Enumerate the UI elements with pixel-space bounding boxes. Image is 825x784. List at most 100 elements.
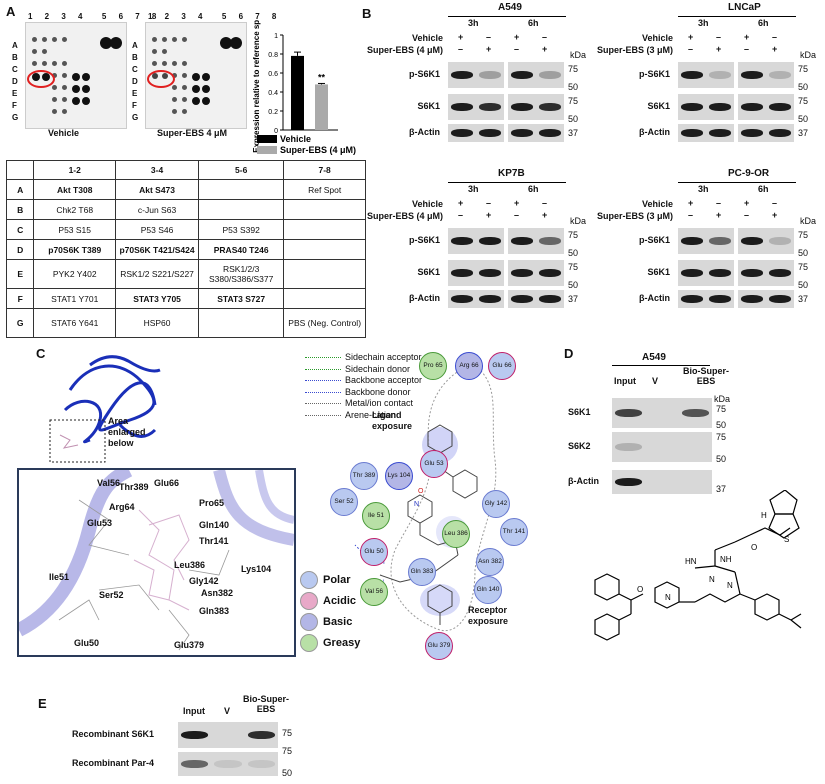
- band: [681, 129, 703, 137]
- sign-label: +: [744, 32, 750, 42]
- blot-strip: [738, 290, 794, 308]
- sign-label: –: [688, 210, 694, 220]
- table-cell: c-Jun S63: [115, 199, 200, 220]
- band: [479, 269, 501, 277]
- sign-label: –: [542, 32, 548, 42]
- table-header: [5, 160, 35, 180]
- svg-text:N: N: [709, 575, 715, 584]
- reference-spot: [220, 37, 232, 49]
- svg-text:S: S: [784, 535, 789, 544]
- table-cell: [283, 239, 366, 260]
- reference-spot: [230, 37, 242, 49]
- band: [451, 129, 473, 137]
- sign-label: +: [542, 210, 548, 220]
- mw-marker: 50: [716, 454, 727, 464]
- band: [539, 103, 561, 111]
- blot-strip: [448, 124, 504, 142]
- array-spot: [162, 61, 167, 66]
- table-header: 7-8: [283, 160, 366, 180]
- residue-node: Ile 51: [362, 502, 390, 530]
- array-spot: [82, 85, 90, 93]
- residue-node: Glu 53: [420, 450, 448, 478]
- blot-row-label: S6K1: [647, 267, 670, 277]
- blot-strip: [508, 62, 564, 88]
- array-spot: [202, 97, 210, 105]
- array-spot: [62, 97, 67, 102]
- array-spot: [82, 73, 90, 81]
- mw-marker: 50: [282, 768, 293, 778]
- table-cell: RSK1/2 S221/S227: [115, 259, 200, 289]
- band: [451, 295, 473, 303]
- interaction-line-swatch: [305, 414, 341, 416]
- residue-node: Lys 104: [385, 462, 413, 490]
- table-cell: D: [5, 239, 35, 260]
- band: [741, 295, 763, 303]
- array-spot: [162, 49, 167, 54]
- array-spot: [182, 109, 187, 114]
- bar: [291, 55, 304, 130]
- y-tick-label: 0.4: [268, 90, 278, 97]
- svg-text:O: O: [637, 585, 643, 594]
- sign-label: +: [542, 44, 548, 54]
- residue-label-3d: Glu50: [74, 638, 100, 648]
- legend-label: Vehicle: [280, 134, 311, 144]
- area-enlarged-note: Area enlarged below: [108, 416, 146, 448]
- band: [709, 237, 731, 245]
- table-cell: Akt T308: [33, 179, 117, 200]
- sign-label: –: [514, 210, 520, 220]
- array-spot: [152, 49, 157, 54]
- band: [709, 103, 731, 111]
- band: [769, 103, 791, 111]
- blot-strip: [738, 228, 794, 254]
- svg-text:O: O: [418, 488, 424, 495]
- kda-label: kDa: [800, 216, 817, 226]
- table-cell: HSP60: [115, 308, 200, 338]
- reference-spot: [110, 37, 122, 49]
- band: [681, 269, 703, 277]
- array-spot: [152, 61, 157, 66]
- blot-strip: [448, 260, 504, 286]
- residue-label-3d: Val56: [97, 478, 121, 488]
- panel-b-label: B: [362, 6, 372, 21]
- blot-row-label: β-Actin: [568, 476, 599, 486]
- residue-type-swatch: [300, 634, 318, 653]
- mw-marker: 75: [282, 746, 293, 756]
- membrane-caption-super-ebs: Super-EBS 4 μM: [157, 128, 228, 138]
- table-header: 5-6: [198, 160, 285, 180]
- array-spot: [52, 97, 57, 102]
- band: [451, 237, 473, 245]
- mw-marker: 37: [798, 294, 809, 304]
- residue-type-legend-item: Greasy: [300, 633, 360, 654]
- band: [769, 71, 791, 79]
- panel-d-cell-line: A549: [642, 352, 666, 363]
- residue-node: Gln 383: [408, 558, 436, 586]
- array-spot: [52, 85, 57, 90]
- array-spot: [152, 37, 157, 42]
- residue-type-label: Polar: [323, 574, 351, 586]
- treatment-label: Vehicle: [641, 33, 673, 43]
- panel-d-lane-input: Input: [614, 376, 636, 386]
- table-cell: STAT1 Y701: [33, 288, 117, 309]
- blot-strip: [612, 398, 712, 428]
- array-spot: [182, 97, 187, 102]
- interaction-legend-item: Sidechain donor: [305, 364, 422, 376]
- table-cell: STAT6 Y641: [33, 308, 117, 338]
- band: [709, 295, 731, 303]
- band: [247, 760, 275, 768]
- mw-marker: 75: [798, 230, 809, 240]
- blot-strip: [508, 228, 564, 254]
- mw-marker: 75: [568, 96, 579, 106]
- sign-label: –: [514, 44, 520, 54]
- blot-strip: [678, 228, 734, 254]
- array-spot: [42, 37, 47, 42]
- array-spot: [42, 61, 47, 66]
- blot-cell-line-title: PC-9-OR: [728, 168, 770, 179]
- residue-type-legend-item: Basic: [300, 612, 360, 633]
- mw-marker: 75: [798, 262, 809, 272]
- legend-swatch: [257, 135, 277, 143]
- table-cell: F: [5, 288, 35, 309]
